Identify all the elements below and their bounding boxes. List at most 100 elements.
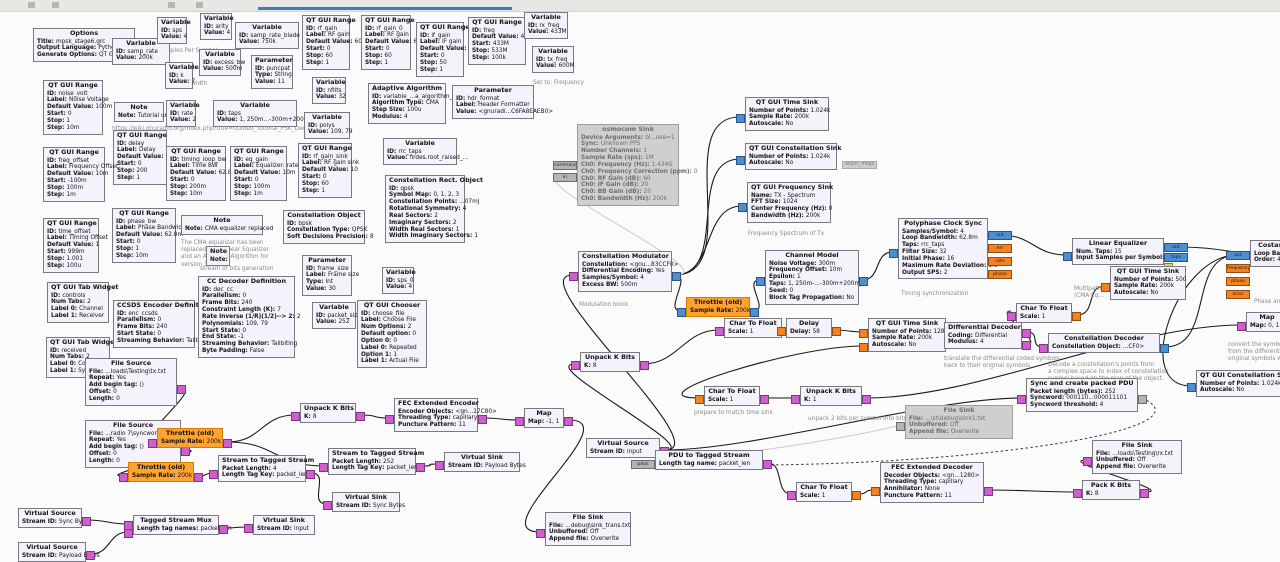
port-o-qt_time_sink_128[interactable] xyxy=(859,343,868,352)
port-m-throttle_1[interactable] xyxy=(148,439,157,448)
wire[interactable] xyxy=(360,414,390,419)
wire[interactable] xyxy=(227,441,324,467)
port-o-char_to_float_bottom[interactable] xyxy=(695,395,704,404)
block-throttle_1[interactable]: Throttle (old)Sample Rate: 200k xyxy=(148,428,232,449)
port-m-stream_to_tagged_252[interactable] xyxy=(319,463,328,472)
wire[interactable] xyxy=(524,419,585,533)
port-m-tagged_stream_mux[interactable] xyxy=(124,529,133,538)
toolbar-icon[interactable] xyxy=(196,2,203,8)
wire[interactable] xyxy=(866,324,1242,399)
port-m-map_rx[interactable] xyxy=(1237,322,1246,331)
port-o-qt_time_sink_128[interactable] xyxy=(859,329,868,338)
port-m-virtual_source_payload[interactable] xyxy=(86,551,95,560)
port-m-pdu_to_tagged_stream[interactable] xyxy=(763,460,772,469)
wire[interactable] xyxy=(482,417,520,421)
wire[interactable] xyxy=(664,397,1022,451)
block-costas_loop[interactable]: Costas LoopLoop Band...:Order: 4outfrequ… xyxy=(1226,240,1280,299)
wire[interactable] xyxy=(674,205,743,276)
port-phase-costas_loop[interactable]: phase xyxy=(1226,277,1250,286)
port-b-qt_freq_sink_tx[interactable] xyxy=(738,203,747,212)
port-rate-polyphase_clock_sync[interactable]: rate xyxy=(988,257,1012,266)
port-b-throttle_center[interactable] xyxy=(677,308,686,317)
port-b-channel_model[interactable] xyxy=(756,277,765,286)
wire[interactable] xyxy=(642,329,720,365)
port-out-linear_equalizer[interactable]: out xyxy=(1164,243,1188,252)
port-pdus-pdu_to_tagged_stream[interactable]: pdus xyxy=(631,460,655,469)
port-m-fec_extended_encoder[interactable] xyxy=(478,415,487,424)
wire[interactable] xyxy=(1162,254,1238,387)
port-b-polyphase_clock_sync[interactable] xyxy=(889,249,898,258)
port-m-unpack_k_bits_1[interactable] xyxy=(791,395,800,404)
port-m-unpack_k_bits_1[interactable] xyxy=(862,395,871,404)
port-g-sync_create_packed_pdu[interactable] xyxy=(1138,395,1147,404)
port-m-differential_decoder[interactable] xyxy=(1022,329,1031,338)
port-m-throttle_2[interactable] xyxy=(119,473,128,482)
toolbar-icon[interactable] xyxy=(28,2,35,8)
block-throttle_center[interactable]: Throttle (old)Sample Rate: 200k xyxy=(677,297,759,318)
port-m-char_to_float_br[interactable] xyxy=(787,491,796,500)
port-b-constellation_decoder[interactable] xyxy=(1160,344,1169,353)
port-m-stream_to_tagged_252[interactable] xyxy=(416,463,425,472)
port-m-char_to_float_bottom[interactable] xyxy=(760,395,769,404)
port-m-map_tx[interactable] xyxy=(515,417,524,426)
port-out-costas_loop[interactable]: out xyxy=(1226,251,1250,260)
port-m-pack_k_bits[interactable] xyxy=(1073,489,1082,498)
toolbar-icon[interactable] xyxy=(168,2,175,8)
port-m-constellation_modulator[interactable] xyxy=(569,272,578,281)
port-m-stream_to_tagged_4[interactable] xyxy=(209,470,218,479)
port-o-delay[interactable] xyxy=(777,327,786,336)
block-throttle_2[interactable]: Throttle (old)Sample Rate: 200k xyxy=(119,462,203,483)
wire[interactable] xyxy=(86,519,129,525)
port-b-throttle_center[interactable] xyxy=(750,308,759,317)
port-m-virtual_sink_payload[interactable] xyxy=(435,461,444,470)
port-m-file_source_tx[interactable] xyxy=(177,385,186,394)
wire[interactable] xyxy=(1076,285,1106,316)
port-m-file_sink_rx[interactable] xyxy=(1083,457,1092,466)
port-m-virtual_source_sync[interactable] xyxy=(82,517,91,526)
port-m-tagged_stream_mux[interactable] xyxy=(219,525,228,534)
port-m-pack_k_bits[interactable] xyxy=(1140,489,1149,498)
port-m-unpack_k_bits_bl[interactable] xyxy=(291,412,300,421)
port-m-unpack_k_bits_center[interactable] xyxy=(571,361,580,370)
